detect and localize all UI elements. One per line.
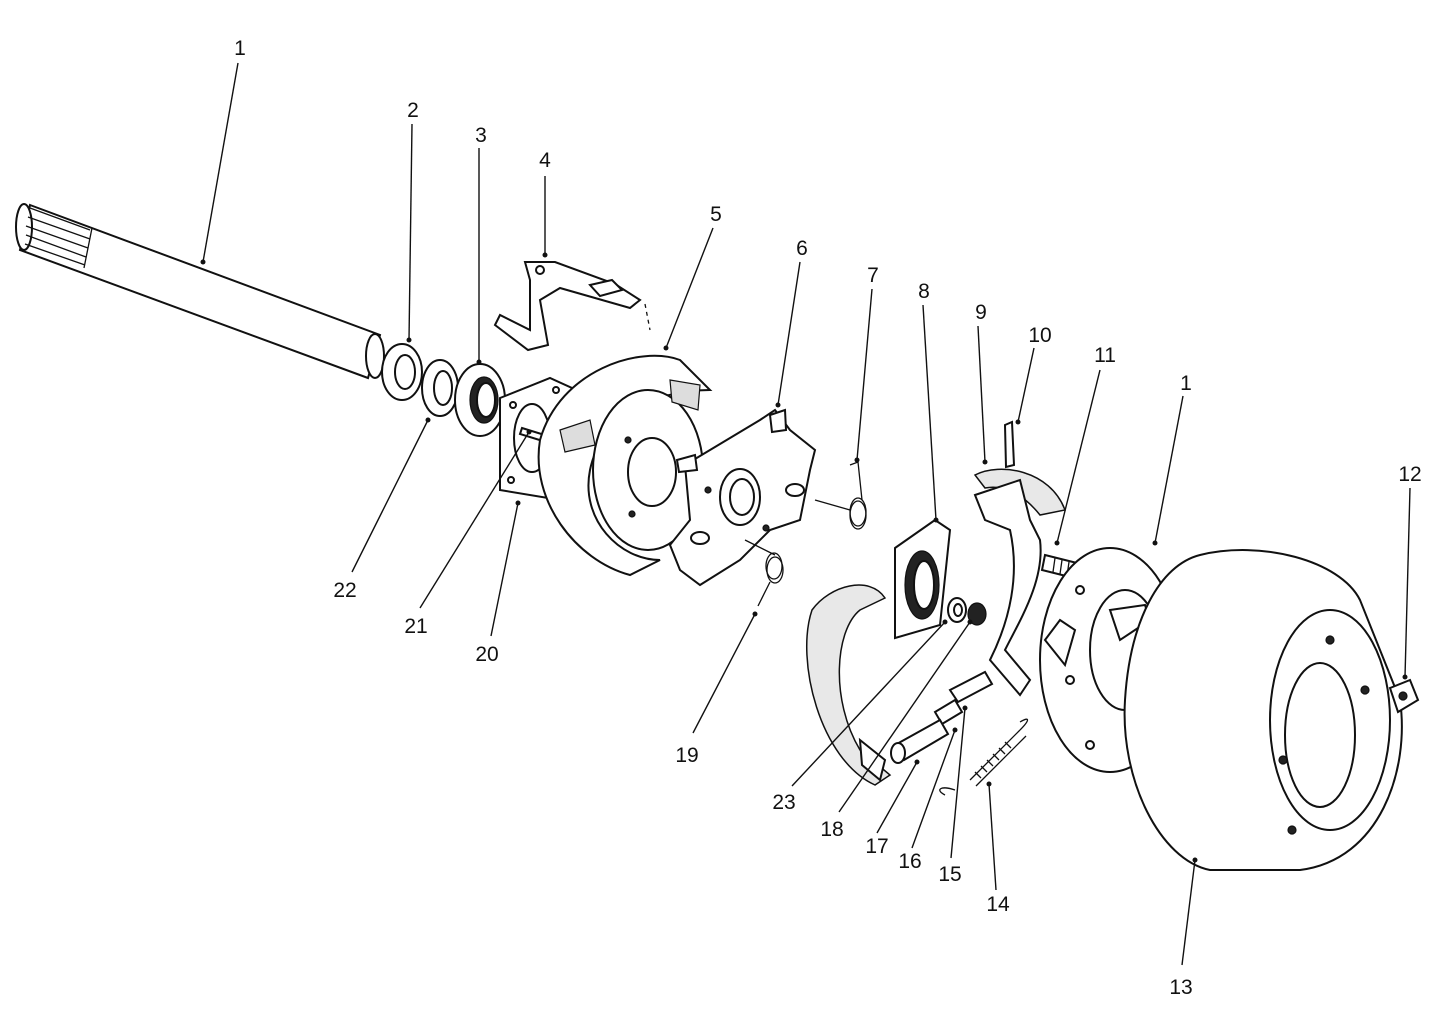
torsion-spring-lower: [744, 539, 784, 607]
nut: [967, 602, 987, 626]
callout-19: 19: [675, 744, 698, 767]
callout-4: 4: [539, 149, 551, 172]
callout-3: 3: [475, 124, 487, 147]
brake-drum: [1123, 549, 1403, 871]
callout-6: 6: [796, 237, 808, 260]
callout-5: 5: [710, 203, 722, 226]
callout-11: 11: [1094, 344, 1116, 367]
lug-nut-plate: [1388, 678, 1420, 714]
callout-17: 17: [865, 835, 888, 858]
brake-shoe-lower: [805, 584, 892, 786]
seal: [381, 343, 423, 401]
callout-1-hub: 1: [1180, 372, 1192, 395]
callout-labels: 1 2 3 4 5 6 7 8 9 10 11 1 12 13 14 15 16…: [234, 37, 1422, 999]
seal-plate: [894, 518, 952, 640]
brake-lever: [493, 261, 651, 352]
callout-1-shaft: 1: [234, 37, 246, 60]
callout-18: 18: [820, 818, 843, 841]
anchor-bracket: [668, 408, 817, 587]
callout-20: 20: [475, 643, 498, 666]
leader-dots: [200, 252, 1408, 863]
callout-9: 9: [975, 301, 987, 324]
callout-14: 14: [986, 893, 1010, 916]
callout-21: 21: [404, 615, 427, 638]
callout-13: 13: [1169, 976, 1192, 999]
callout-23: 23: [772, 791, 795, 814]
adjuster-assembly: [890, 670, 994, 764]
torsion-spring-upper: [814, 461, 867, 530]
callout-2: 2: [407, 99, 419, 122]
callout-10: 10: [1028, 324, 1051, 347]
axle-shaft: [15, 203, 385, 380]
callout-22: 22: [333, 579, 356, 602]
backing-plate: [537, 354, 713, 577]
leader-lines: [202, 62, 1411, 966]
callout-7: 7: [867, 264, 879, 287]
callout-15: 15: [938, 863, 961, 886]
parts-illustration: [15, 203, 1420, 871]
bearing: [421, 359, 506, 437]
callout-16: 16: [898, 850, 921, 873]
callout-12: 12: [1398, 463, 1421, 486]
return-spring: [939, 718, 1029, 796]
callout-8: 8: [918, 280, 930, 303]
washer: [947, 597, 967, 623]
